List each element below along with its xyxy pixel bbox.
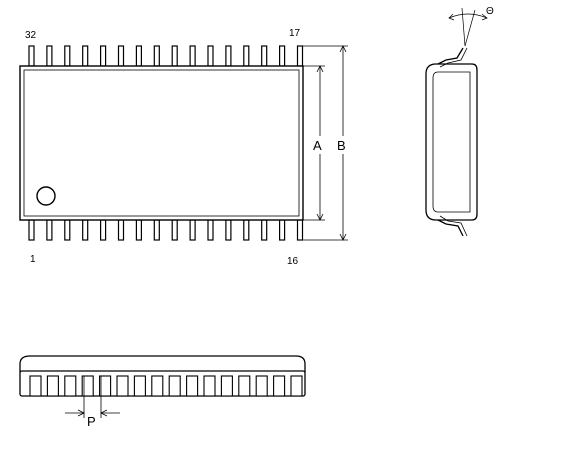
lead-upper (28, 45, 35, 67)
lead-lower (296, 219, 304, 241)
angle-arc (448, 13, 488, 19)
top-view: 32 17 1 16 A B (19, 28, 348, 267)
lead-lower (46, 219, 53, 241)
front-body-top (19, 355, 306, 373)
side-body-outline (425, 63, 478, 221)
dimension-b (300, 45, 348, 241)
lead-lower (64, 219, 71, 241)
pin-label-bottom-left: 1 (30, 254, 36, 265)
lead-lower (99, 219, 107, 241)
lead-lower (243, 219, 250, 241)
angle-reference-line (461, 7, 466, 47)
pitch-dimension (65, 376, 120, 418)
front-lead (220, 375, 233, 397)
lead-lower (189, 219, 196, 241)
front-pin-row (29, 375, 303, 397)
lead-upper (135, 45, 142, 67)
top-pin-row-upper (28, 45, 304, 67)
front-lead (238, 375, 251, 397)
lead-upper (46, 45, 53, 67)
pin-label-bottom-right: 16 (287, 256, 299, 267)
lead-lower (225, 219, 232, 241)
front-lead (273, 375, 286, 397)
lead-upper (189, 45, 196, 67)
package-body-inner-edge (23, 69, 300, 217)
lead-lower (153, 219, 160, 241)
dimension-a-label: A (313, 138, 322, 153)
angle-lead-line (464, 9, 476, 47)
angle-theta-label: Θ (486, 6, 494, 17)
dimension-b-label: B (337, 138, 346, 153)
lead-upper (82, 45, 89, 67)
pin-label-top-right: 17 (289, 28, 301, 39)
lead-upper (225, 45, 232, 67)
top-pin-row-lower (28, 219, 304, 241)
side-lead-lower (437, 219, 464, 237)
pin-label-top-left: 32 (25, 30, 37, 41)
front-lead (29, 375, 42, 397)
lead-upper (279, 45, 286, 67)
front-lead (168, 375, 181, 397)
lead-lower (171, 219, 178, 241)
side-body-inner (432, 71, 471, 213)
lead-lower (261, 219, 268, 241)
lead-upper (261, 45, 268, 67)
front-lead (203, 375, 216, 397)
front-lead (255, 375, 268, 397)
pitch-label: P (87, 414, 96, 429)
lead-upper (296, 45, 304, 67)
front-lead (81, 375, 94, 397)
lead-upper (99, 45, 107, 67)
front-view: P (19, 355, 306, 429)
front-lead (151, 375, 164, 397)
side-view (425, 7, 488, 237)
side-lead-lower-inner (439, 215, 468, 237)
lead-lower (117, 219, 125, 241)
lead-upper (171, 45, 178, 67)
front-lead (290, 375, 303, 397)
lead-lower (279, 219, 286, 241)
front-lead (64, 375, 77, 397)
front-lead (116, 375, 129, 397)
angle-arrow-left (448, 13, 455, 21)
lead-lower (207, 219, 214, 241)
side-lead-upper (437, 47, 464, 65)
lead-upper (243, 45, 250, 67)
dimension-a (303, 65, 325, 221)
lead-upper (64, 45, 71, 67)
lead-lower (28, 219, 35, 241)
front-lead (46, 375, 59, 397)
lead-lower (135, 219, 142, 241)
side-lead-upper-inner (439, 47, 468, 68)
lead-lower (82, 219, 89, 241)
lead-upper (207, 45, 214, 67)
package-body (19, 65, 304, 221)
front-lead (133, 375, 146, 397)
lead-upper (117, 45, 125, 67)
pin-one-marker (36, 186, 56, 206)
front-lead (186, 375, 199, 397)
front-lead (99, 375, 112, 397)
angle-arrow-right (481, 13, 488, 21)
lead-upper (153, 45, 160, 67)
